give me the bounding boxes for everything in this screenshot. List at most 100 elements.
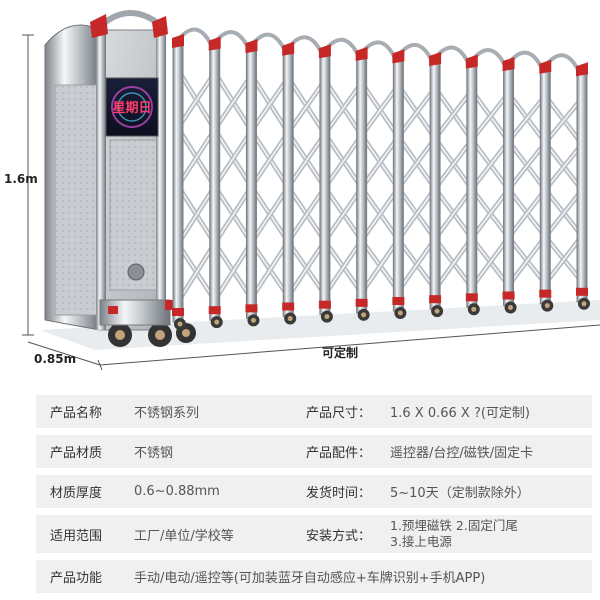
lattice-highlight	[177, 72, 216, 129]
lattice-highlight	[324, 187, 363, 242]
lattice-highlight	[434, 237, 473, 290]
spec-value: 工厂/单位/学校等	[134, 528, 234, 544]
gate-post	[466, 60, 478, 308]
spec-row: 产品名称 不锈钢系列 产品尺寸： 1.6 X 0.66 X ?(可定制)	[36, 395, 592, 428]
scissor-lattice	[175, 68, 584, 304]
spec-key: 产品材质	[50, 446, 103, 461]
gate-post	[282, 47, 294, 317]
gate-post	[392, 54, 404, 312]
post-cap	[172, 34, 184, 48]
lattice-highlight	[397, 188, 436, 241]
gate-posts	[172, 27, 590, 330]
post-wheel-hub	[471, 306, 477, 312]
lattice-highlight	[250, 186, 289, 243]
post-cap	[576, 62, 588, 77]
lattice-highlight	[177, 242, 216, 303]
lattice-highlight	[471, 92, 510, 141]
spec-key: 产品尺寸：	[306, 406, 372, 421]
spec-row: 产品功能 手动/电动/遥控等(可加装蓝牙自动感应+车牌识别+手机APP)	[36, 560, 592, 593]
post-foot	[355, 298, 368, 307]
spec-key: 产品配件：	[306, 446, 372, 461]
spec-key: 安装方式：	[306, 528, 372, 544]
post-cap	[282, 41, 295, 56]
lattice-highlight	[324, 82, 363, 135]
gate-head-cabinet	[44, 10, 196, 347]
spec-key: 适用范围	[50, 528, 103, 544]
lattice-highlight	[471, 140, 510, 190]
length-dimension-label: 可定制	[322, 346, 359, 360]
spec-value: 遥控器/台控/磁铁/固定卡	[390, 446, 534, 461]
post-cap	[392, 49, 405, 64]
post-foot	[502, 291, 515, 300]
post-cap	[208, 36, 221, 51]
spec-key: 产品名称	[50, 406, 103, 421]
post-wheel-hub	[581, 301, 587, 307]
lattice-highlight	[507, 95, 546, 142]
lattice-highlight	[287, 187, 326, 243]
specs-table: 产品名称 不锈钢系列 产品尺寸： 1.6 X 0.66 X ?(可定制) 产品材…	[36, 395, 592, 600]
spec-value: 1.6 X 0.66 X ?(可定制)	[390, 406, 531, 421]
lattice-highlight	[544, 235, 583, 285]
gate-post	[319, 49, 331, 316]
spec-value: 不锈钢	[134, 446, 174, 461]
lattice-highlight	[214, 242, 253, 301]
led-display-text: 星期日	[112, 101, 151, 116]
dimension-lines	[22, 34, 600, 371]
post-foot	[172, 308, 184, 316]
lattice-highlight	[434, 90, 473, 139]
post-foot	[282, 302, 295, 311]
lattice-highlight	[287, 133, 326, 188]
spec-key: 材质厚度	[50, 486, 103, 501]
post-foot	[245, 304, 258, 313]
lattice-highlight	[214, 74, 253, 130]
post-wheel-hub	[544, 303, 550, 309]
post-cap	[502, 57, 515, 72]
lattice-highlight	[214, 130, 253, 187]
lattice-highlight	[361, 84, 399, 136]
post-foot	[429, 295, 442, 304]
spec-key: 产品功能	[50, 571, 103, 586]
gate-post	[429, 57, 441, 310]
lattice-highlight	[250, 241, 289, 299]
post-foot	[539, 289, 552, 298]
depth-dimension-label: 0.85m	[34, 352, 77, 366]
lattice-highlight	[250, 77, 289, 132]
post-cap	[245, 39, 258, 54]
lattice-highlight	[397, 238, 436, 292]
lattice-highlight	[507, 236, 546, 286]
led-display-panel	[105, 77, 159, 137]
post-cap	[539, 59, 552, 74]
post-wheel-hub	[434, 308, 440, 314]
spec-row: 材质厚度 0.6~0.88mm 发货时间： 5~10天（定制款除外）	[36, 475, 592, 508]
post-foot	[392, 296, 405, 305]
lattice-highlight	[214, 186, 253, 244]
gate-post	[356, 52, 368, 314]
lattice-highlight	[324, 239, 363, 296]
spec-value: 不锈钢系列	[134, 406, 200, 421]
spec-value-line: 1.预埋磁铁 2.固定门尾	[390, 518, 518, 533]
post-wheel-hub	[508, 304, 514, 310]
lattice-highlight	[324, 134, 363, 188]
spec-value: 5~10天（定制款除外）	[390, 486, 530, 501]
post-cap	[465, 54, 478, 69]
lattice-highlight	[471, 236, 510, 288]
lattice-highlight	[177, 185, 216, 245]
lattice-highlight	[361, 136, 399, 189]
gate-post	[539, 65, 551, 305]
height-dimension-label: 1.6m	[4, 172, 38, 186]
post-wheel-hub	[361, 312, 367, 318]
lattice-highlight	[361, 239, 399, 294]
post-wheel-hub	[250, 317, 256, 323]
lattice-highlight	[544, 189, 583, 238]
post-cap	[318, 44, 331, 59]
post-foot	[576, 287, 588, 296]
lattice-highlight	[507, 189, 546, 238]
lattice-highlight	[250, 131, 289, 188]
spec-key: 发货时间：	[306, 486, 372, 501]
spec-row: 适用范围 工厂/单位/学校等 安装方式： 1.预埋磁铁 2.固定门尾 3.接上电…	[36, 515, 592, 553]
post-wheel-hub	[287, 315, 293, 321]
spec-value: 0.6~0.88mm	[134, 484, 220, 499]
post-wheel-hub	[324, 314, 330, 320]
lattice-highlight	[434, 188, 473, 240]
